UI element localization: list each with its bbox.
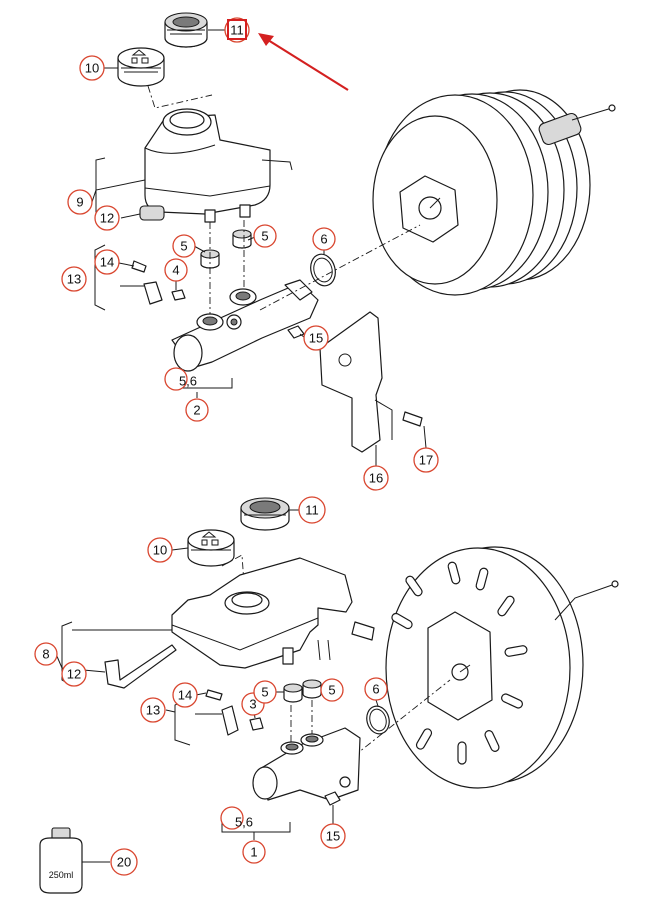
callout-15-bottom[interactable]: 15	[320, 823, 346, 849]
svg-text:9: 9	[76, 195, 83, 210]
svg-text:11: 11	[305, 503, 319, 518]
brake-fluid-reservoir-top	[139, 108, 293, 223]
svg-text:5,6: 5,6	[179, 374, 197, 389]
grommet-left-bottom	[283, 683, 303, 703]
svg-text:3: 3	[249, 697, 256, 712]
svg-text:8: 8	[42, 647, 49, 662]
svg-text:17: 17	[419, 453, 433, 468]
callout-13-top[interactable]: 13	[61, 266, 87, 292]
callout-15-top[interactable]: 15	[303, 325, 329, 351]
callout-10-bottom[interactable]: 10	[147, 537, 173, 563]
svg-text:15: 15	[309, 331, 323, 346]
callout-12-top[interactable]: 12	[94, 205, 120, 231]
seal-ring-bottom	[366, 705, 390, 735]
reservoir-cap-10-top	[117, 47, 165, 87]
svg-text:5: 5	[180, 239, 187, 254]
callout-1-bottom[interactable]: 1	[242, 840, 266, 864]
svg-text:2: 2	[193, 403, 200, 418]
callout-20-bottom[interactable]: 20	[110, 848, 138, 876]
svg-text:14: 14	[178, 688, 192, 703]
svg-text:10: 10	[85, 61, 99, 76]
svg-text:6: 6	[372, 682, 379, 697]
brake-booster-top	[372, 89, 616, 296]
brake-fluid-bottle: 250ml	[39, 827, 83, 894]
nut-15-top	[287, 325, 305, 339]
brake-fluid-reservoir-bottom	[171, 557, 375, 669]
reservoir-cap-11-bottom	[240, 497, 290, 531]
seal-ring-top	[310, 253, 336, 287]
callout-11-bottom[interactable]: 11	[298, 496, 326, 524]
bolt-4-top	[171, 289, 186, 301]
svg-text:16: 16	[369, 471, 383, 486]
svg-text:1: 1	[250, 845, 257, 860]
svg-text:12: 12	[100, 211, 114, 226]
callout-5-left-bottom[interactable]: 5	[253, 680, 277, 704]
callout-8-bottom[interactable]: 8	[34, 642, 58, 666]
callout-14-top[interactable]: 14	[94, 249, 120, 275]
master-cylinder-bottom	[252, 727, 361, 801]
callouts-top: 11 10 9 12 5 5 6 14	[61, 17, 439, 491]
svg-text:15: 15	[326, 829, 340, 844]
pressure-switch-14-top	[131, 260, 147, 273]
svg-text:13: 13	[146, 703, 160, 718]
callout-16-top[interactable]: 16	[363, 465, 389, 491]
callout-5-right-top[interactable]: 5	[253, 224, 277, 248]
red-arrow-shaft	[267, 39, 349, 91]
callout-5-right-bottom[interactable]: 5	[320, 678, 344, 702]
reservoir-cap-10-bottom	[187, 529, 235, 567]
callout-6-top[interactable]: 6	[312, 227, 336, 251]
grommet-right-bottom	[302, 679, 322, 699]
top-assembly	[91, 12, 616, 466]
svg-text:13: 13	[67, 272, 81, 287]
highlight-box	[227, 19, 247, 40]
callout-13-bottom[interactable]: 13	[140, 697, 166, 723]
svg-text:12: 12	[67, 667, 81, 682]
nut-15-bottom	[324, 791, 341, 806]
level-sensor-12-bottom	[104, 644, 177, 689]
svg-text:5,6: 5,6	[235, 815, 253, 830]
reservoir-cap-11-top	[164, 12, 208, 48]
callout-17-top[interactable]: 17	[413, 447, 439, 473]
callout-12-bottom[interactable]: 12	[61, 661, 87, 687]
callout-5-6-bottom[interactable]: 5,6	[220, 806, 253, 830]
callouts-bottom: 11 10 8 12 14 13 3 5	[34, 496, 388, 876]
svg-text:5: 5	[261, 685, 268, 700]
callout-5-6-top[interactable]: 5,6	[164, 367, 197, 391]
svg-text:5: 5	[261, 229, 268, 244]
highlight-annotation	[227, 19, 349, 91]
svg-text:5: 5	[328, 683, 335, 698]
bolt-3-bottom	[249, 717, 264, 731]
svg-text:11: 11	[230, 23, 244, 38]
grommet-left-top	[200, 249, 220, 269]
callout-5-left-top[interactable]: 5	[172, 234, 196, 258]
bracket-13-top	[120, 281, 163, 305]
svg-text:14: 14	[100, 255, 114, 270]
bottle-volume-label: 250ml	[49, 870, 74, 880]
callout-2-top[interactable]: 2	[185, 398, 209, 422]
mounting-bracket-top	[319, 311, 393, 453]
grommet-right-top	[232, 229, 252, 249]
bolt-17-top	[402, 411, 423, 427]
bracket-13-bottom	[195, 705, 239, 736]
brake-booster-bottom	[385, 546, 619, 789]
callout-9-top[interactable]: 9	[67, 189, 93, 215]
callout-11-top[interactable]: 11	[224, 17, 250, 43]
red-arrow-head	[258, 33, 274, 46]
callout-10-top[interactable]: 10	[79, 55, 105, 81]
pressure-switch-14-bottom	[205, 689, 223, 701]
callout-14-bottom[interactable]: 14	[172, 682, 198, 708]
svg-text:20: 20	[117, 855, 131, 870]
callout-4-top[interactable]: 4	[164, 258, 188, 282]
bottom-assembly: 250ml	[39, 497, 619, 894]
svg-text:6: 6	[320, 232, 327, 247]
svg-text:10: 10	[153, 543, 167, 558]
svg-text:4: 4	[172, 263, 179, 278]
callout-6-bottom[interactable]: 6	[364, 677, 388, 701]
master-cylinder-top	[171, 279, 319, 372]
